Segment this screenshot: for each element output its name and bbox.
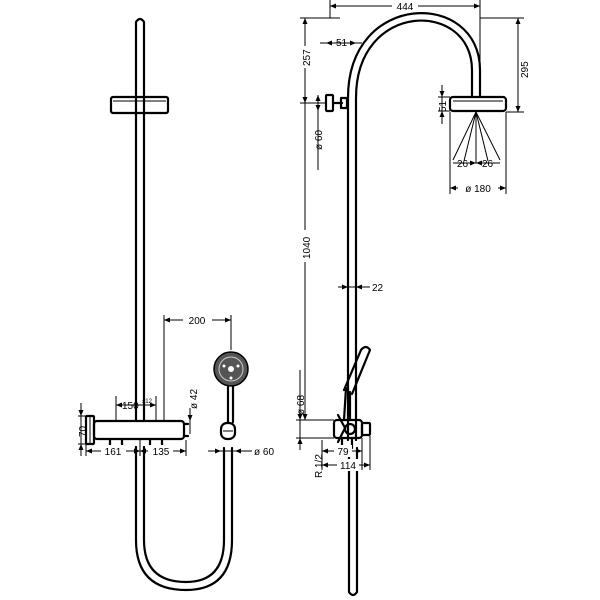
- front-view: [84, 17, 249, 592]
- dim-150-tolerance: ±12: [142, 399, 153, 405]
- side-view: [324, 12, 508, 597]
- dim-22-label: 22: [372, 283, 384, 294]
- dim-161-label: 161: [105, 447, 122, 458]
- dim-200-label: 200: [189, 316, 206, 327]
- dim-135-label: 135: [153, 447, 170, 458]
- dim-60-arm-label: ø 60: [314, 130, 325, 150]
- slide-holder: [109, 95, 170, 115]
- overhead-shower-head: [448, 95, 508, 113]
- dim-51-top-label: 51: [336, 38, 348, 49]
- riser-pipe: [134, 17, 146, 422]
- hand-shower-handle: [226, 385, 235, 424]
- thread-label: R 1/2: [314, 454, 325, 478]
- dim-1040-label: 1040: [302, 236, 313, 259]
- dim-257-label: 257: [302, 49, 313, 66]
- shower-arm: [346, 12, 482, 442]
- side-dimensions: 444 257 51 295 ø 60 51 26 26: [296, 0, 531, 478]
- lower-riser: [347, 446, 359, 597]
- dim-68-label: ø 68: [296, 395, 307, 415]
- front-dimensions: 200 150 ±12 ø 42 70 161 135 ø 60: [78, 313, 274, 458]
- dim-79-label: 79: [337, 447, 349, 458]
- dim-295-label: 295: [520, 61, 531, 78]
- dim-150-label: 150: [122, 401, 139, 412]
- dim-42-label: ø 42: [189, 389, 200, 409]
- shower-hose: [134, 445, 234, 592]
- spray-pattern: [452, 111, 501, 163]
- thermostat-body: [92, 419, 186, 441]
- dim-26-right-label: 26: [482, 159, 494, 170]
- dim-51-head-label: 51: [438, 100, 449, 112]
- dim-26-left-label: 26: [457, 159, 469, 170]
- side-hand-shower: [342, 345, 372, 396]
- dim-70-label: 70: [78, 425, 89, 437]
- wall-bracket-collar: [339, 96, 349, 110]
- dim-180-label: ø 180: [465, 184, 491, 195]
- dim-60-hand-label: ø 60: [254, 447, 274, 458]
- dim-114-label: 114: [340, 461, 356, 472]
- dim-444-label: 444: [397, 2, 414, 13]
